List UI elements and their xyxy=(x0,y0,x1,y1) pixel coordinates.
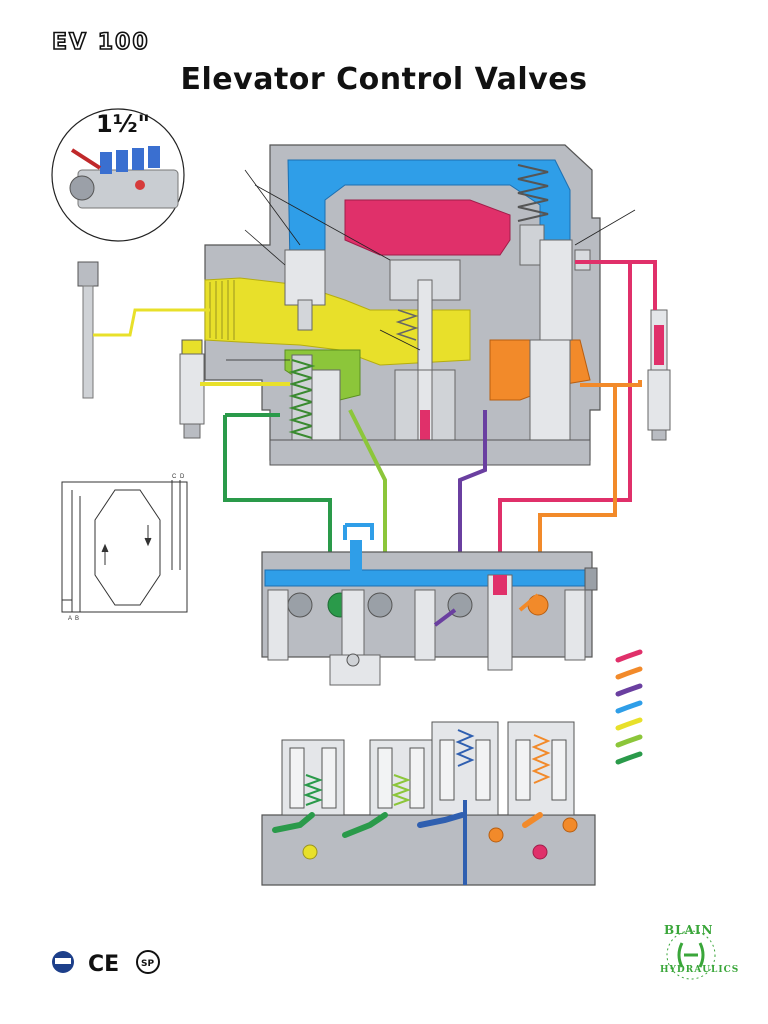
pressure-gauge xyxy=(77,261,210,399)
main-valve-body xyxy=(204,144,601,466)
tuv-logo xyxy=(52,951,74,973)
hydraulic-schematic xyxy=(61,480,188,613)
schematic-label-c: C xyxy=(172,474,177,480)
product-photo xyxy=(51,108,185,242)
csa-logo: SP xyxy=(136,950,160,974)
right-fitting xyxy=(647,309,671,441)
schematic-label-b: B xyxy=(75,616,80,622)
left-fitting xyxy=(179,339,290,439)
schematic-label-d: D xyxy=(180,474,185,480)
color-legend xyxy=(615,649,643,765)
size-label: 1½" xyxy=(96,110,151,138)
ev100-logo: EV 100 xyxy=(51,29,150,56)
brand-subtitle: HYDRAULICS xyxy=(660,965,740,975)
svg-text:SP: SP xyxy=(141,959,154,969)
leader-lines xyxy=(226,169,636,361)
ce-mark: CE xyxy=(88,952,120,977)
hydraulic-lines xyxy=(223,260,657,560)
page-title: Elevator Control Valves xyxy=(180,62,588,97)
schematic-label-a: A xyxy=(68,616,73,622)
solenoid-cross-section xyxy=(261,721,596,886)
brand-name: BLAIN xyxy=(664,923,714,937)
manifold-block xyxy=(261,540,598,686)
blain-logo xyxy=(666,930,716,980)
